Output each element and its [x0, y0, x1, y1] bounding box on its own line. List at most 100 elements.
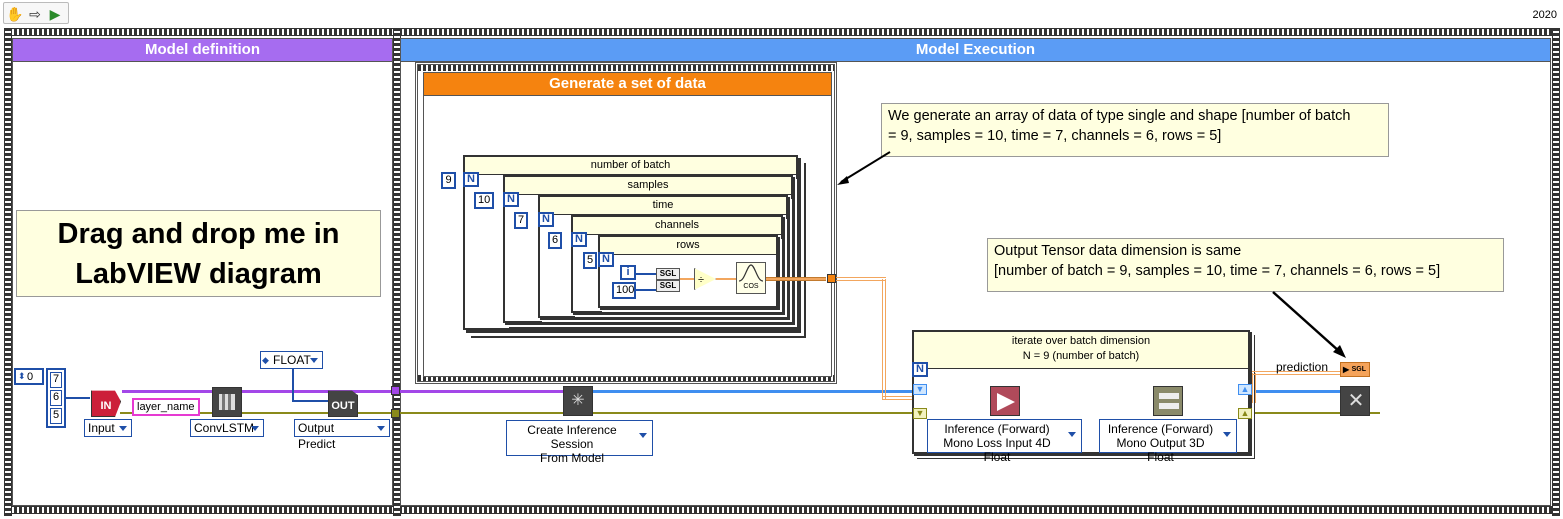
batch-n-terminal: N [463, 172, 479, 187]
output-predict-label: Output Predict [298, 421, 336, 451]
output-comment-line1: Output Tensor data dimension is same [994, 243, 1242, 259]
loop-batch-label: number of batch [465, 157, 796, 175]
inference2-line1: Inference (Forward) [1107, 422, 1214, 436]
layer-name-constant[interactable]: layer_name [132, 398, 200, 416]
error-wire [120, 412, 1380, 414]
float-ring-label: FLOAT [273, 353, 311, 367]
model-execution-panel: Model Execution [400, 38, 1551, 506]
generate-film-bottom [418, 375, 834, 381]
samples-count-constant[interactable]: 10 [474, 192, 494, 209]
cos-node[interactable]: COS [736, 262, 766, 294]
output-layer-node[interactable]: OUT [328, 390, 358, 417]
session-icon: ✳ [571, 392, 585, 409]
time-n-terminal: N [538, 212, 554, 227]
out-label: OUT [331, 400, 355, 412]
batch-count-constant[interactable]: 9 [441, 172, 456, 189]
generate-data-frame [415, 62, 837, 384]
divisor-constant[interactable]: 100 [612, 282, 636, 299]
inference1-line2: Mono Loss Input 4D Float [943, 436, 1051, 464]
output-icon-top [1159, 393, 1179, 399]
convlstm-icon [219, 394, 235, 410]
shape-array-values[interactable]: 7 6 5 [46, 368, 66, 428]
convlstm-ring-label: ConvLSTM [194, 421, 255, 435]
prediction-sgl: SGL [1351, 366, 1366, 373]
input-ring-label: Input [88, 421, 115, 435]
indicator-arrow-icon: ▶ [1343, 365, 1350, 374]
loop-time-label: time [540, 197, 786, 215]
generate-comment-line1: We generate an array of data of type sin… [888, 108, 1351, 124]
model-wire [122, 390, 922, 393]
frame-right-border [1552, 28, 1560, 516]
samples-n-terminal: N [503, 192, 519, 207]
release-session-node[interactable]: ✕ [1340, 386, 1370, 416]
prediction-indicator[interactable]: ▶ SGL [1340, 362, 1370, 377]
generate-data-comment: We generate an array of data of type sin… [881, 103, 1389, 157]
create-session-node[interactable]: ✳ [563, 386, 593, 416]
shift-register-right: ▲ [1238, 384, 1252, 395]
wire-div [716, 278, 736, 280]
prediction-wire-v [1252, 373, 1256, 403]
create-session-line2: From Model [539, 451, 604, 465]
inference-ring-1[interactable]: Inference (Forward) Mono Loss Input 4D F… [927, 419, 1082, 464]
to-single-node-1[interactable]: SGL [656, 268, 680, 280]
cos-wave-icon [738, 264, 764, 282]
shape-value-1: 6 [50, 390, 62, 406]
inference-forward-node-2[interactable] [1153, 386, 1183, 416]
model-definition-title: Model definition [13, 39, 392, 62]
to-single-node-2[interactable]: SGL [656, 280, 680, 292]
loop-samples-label: samples [505, 177, 791, 195]
input-ring[interactable]: Input [84, 419, 132, 437]
enum-arrows-icon: ◆ [262, 355, 269, 365]
close-icon: ✕ [1347, 390, 1365, 412]
loop-channels-label: channels [573, 217, 781, 235]
channels-count-constant[interactable]: 6 [548, 232, 562, 249]
shape-value-2: 5 [50, 408, 62, 424]
rows-count-constant[interactable]: 5 [583, 252, 597, 269]
loop-rows-label: rows [600, 237, 776, 255]
wire-i [636, 273, 656, 275]
output-comment-line2: [number of batch = 9, samples = 10, time… [994, 263, 1441, 279]
run-icon[interactable]: ▶ [49, 6, 61, 22]
iterate-loop-header: iterate over batch dimension N = 9 (numb… [914, 332, 1248, 369]
shape-array-index[interactable]: ⬍ 0 [14, 368, 44, 385]
inference-forward-node-1[interactable] [990, 386, 1020, 416]
error-shift-left: ▼ [913, 408, 927, 419]
hand-icon[interactable]: ✋ [6, 6, 24, 22]
iterate-line1: iterate over batch dimension [1011, 335, 1151, 347]
iterate-line2: N = 9 (number of batch) [1022, 350, 1140, 362]
model-execution-title: Model Execution [401, 39, 1550, 62]
data-wire-h2 [882, 396, 916, 400]
generate-film-top [418, 65, 834, 71]
create-session-ring[interactable]: Create Inference Session From Model [506, 420, 653, 465]
shape-value-0: 7 [50, 372, 62, 388]
time-count-constant[interactable]: 7 [514, 212, 528, 229]
output-icon-bottom [1159, 403, 1179, 409]
version-label: 2020 [1532, 9, 1557, 21]
float-wire-h [292, 400, 330, 402]
output-dimension-comment: Output Tensor data dimension is same [nu… [987, 238, 1504, 292]
error-tunnel [391, 409, 400, 418]
toolbar: ✋ ⇨ ▶ 2020 [0, 0, 1563, 28]
shape-index-value: 0 [27, 371, 34, 383]
drag-drop-line2: LabVIEW diagram [75, 258, 322, 290]
prediction-label: prediction [1276, 360, 1329, 374]
layer-name-value: layer_name [137, 401, 195, 413]
data-wire-h1 [836, 277, 886, 281]
inference-ring-2[interactable]: Inference (Forward) Mono Output 3D Float [1099, 419, 1237, 464]
model-tunnel [391, 386, 400, 395]
arrow-icon[interactable]: ⇨ [29, 6, 41, 22]
output-predict-ring[interactable]: Output Predict [294, 419, 390, 451]
frame-bottom-border [4, 506, 1560, 514]
iterate-n-terminal: N [912, 362, 928, 377]
data-wire-v [882, 279, 886, 399]
array-out-wire [766, 277, 826, 281]
frame-top-border [4, 28, 1560, 36]
input-layer-node[interactable]: IN [91, 390, 121, 417]
float-ring[interactable]: ◆ FLOAT [260, 351, 323, 369]
toolbar-tools: ✋ ⇨ ▶ [3, 2, 69, 24]
prediction-wire-h [1252, 371, 1340, 375]
convlstm-node[interactable] [212, 387, 242, 417]
convlstm-ring[interactable]: ConvLSTM [190, 419, 264, 437]
inference2-line2: Mono Output 3D Float [1116, 436, 1205, 464]
channels-n-terminal: N [571, 232, 587, 247]
